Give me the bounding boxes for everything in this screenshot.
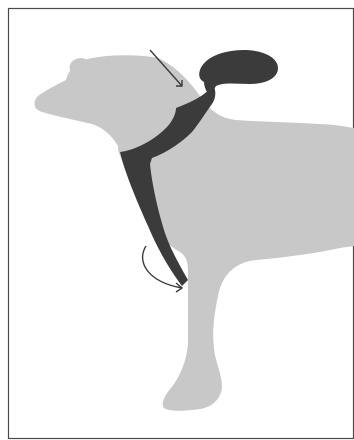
harness-handle-icon	[199, 50, 278, 96]
